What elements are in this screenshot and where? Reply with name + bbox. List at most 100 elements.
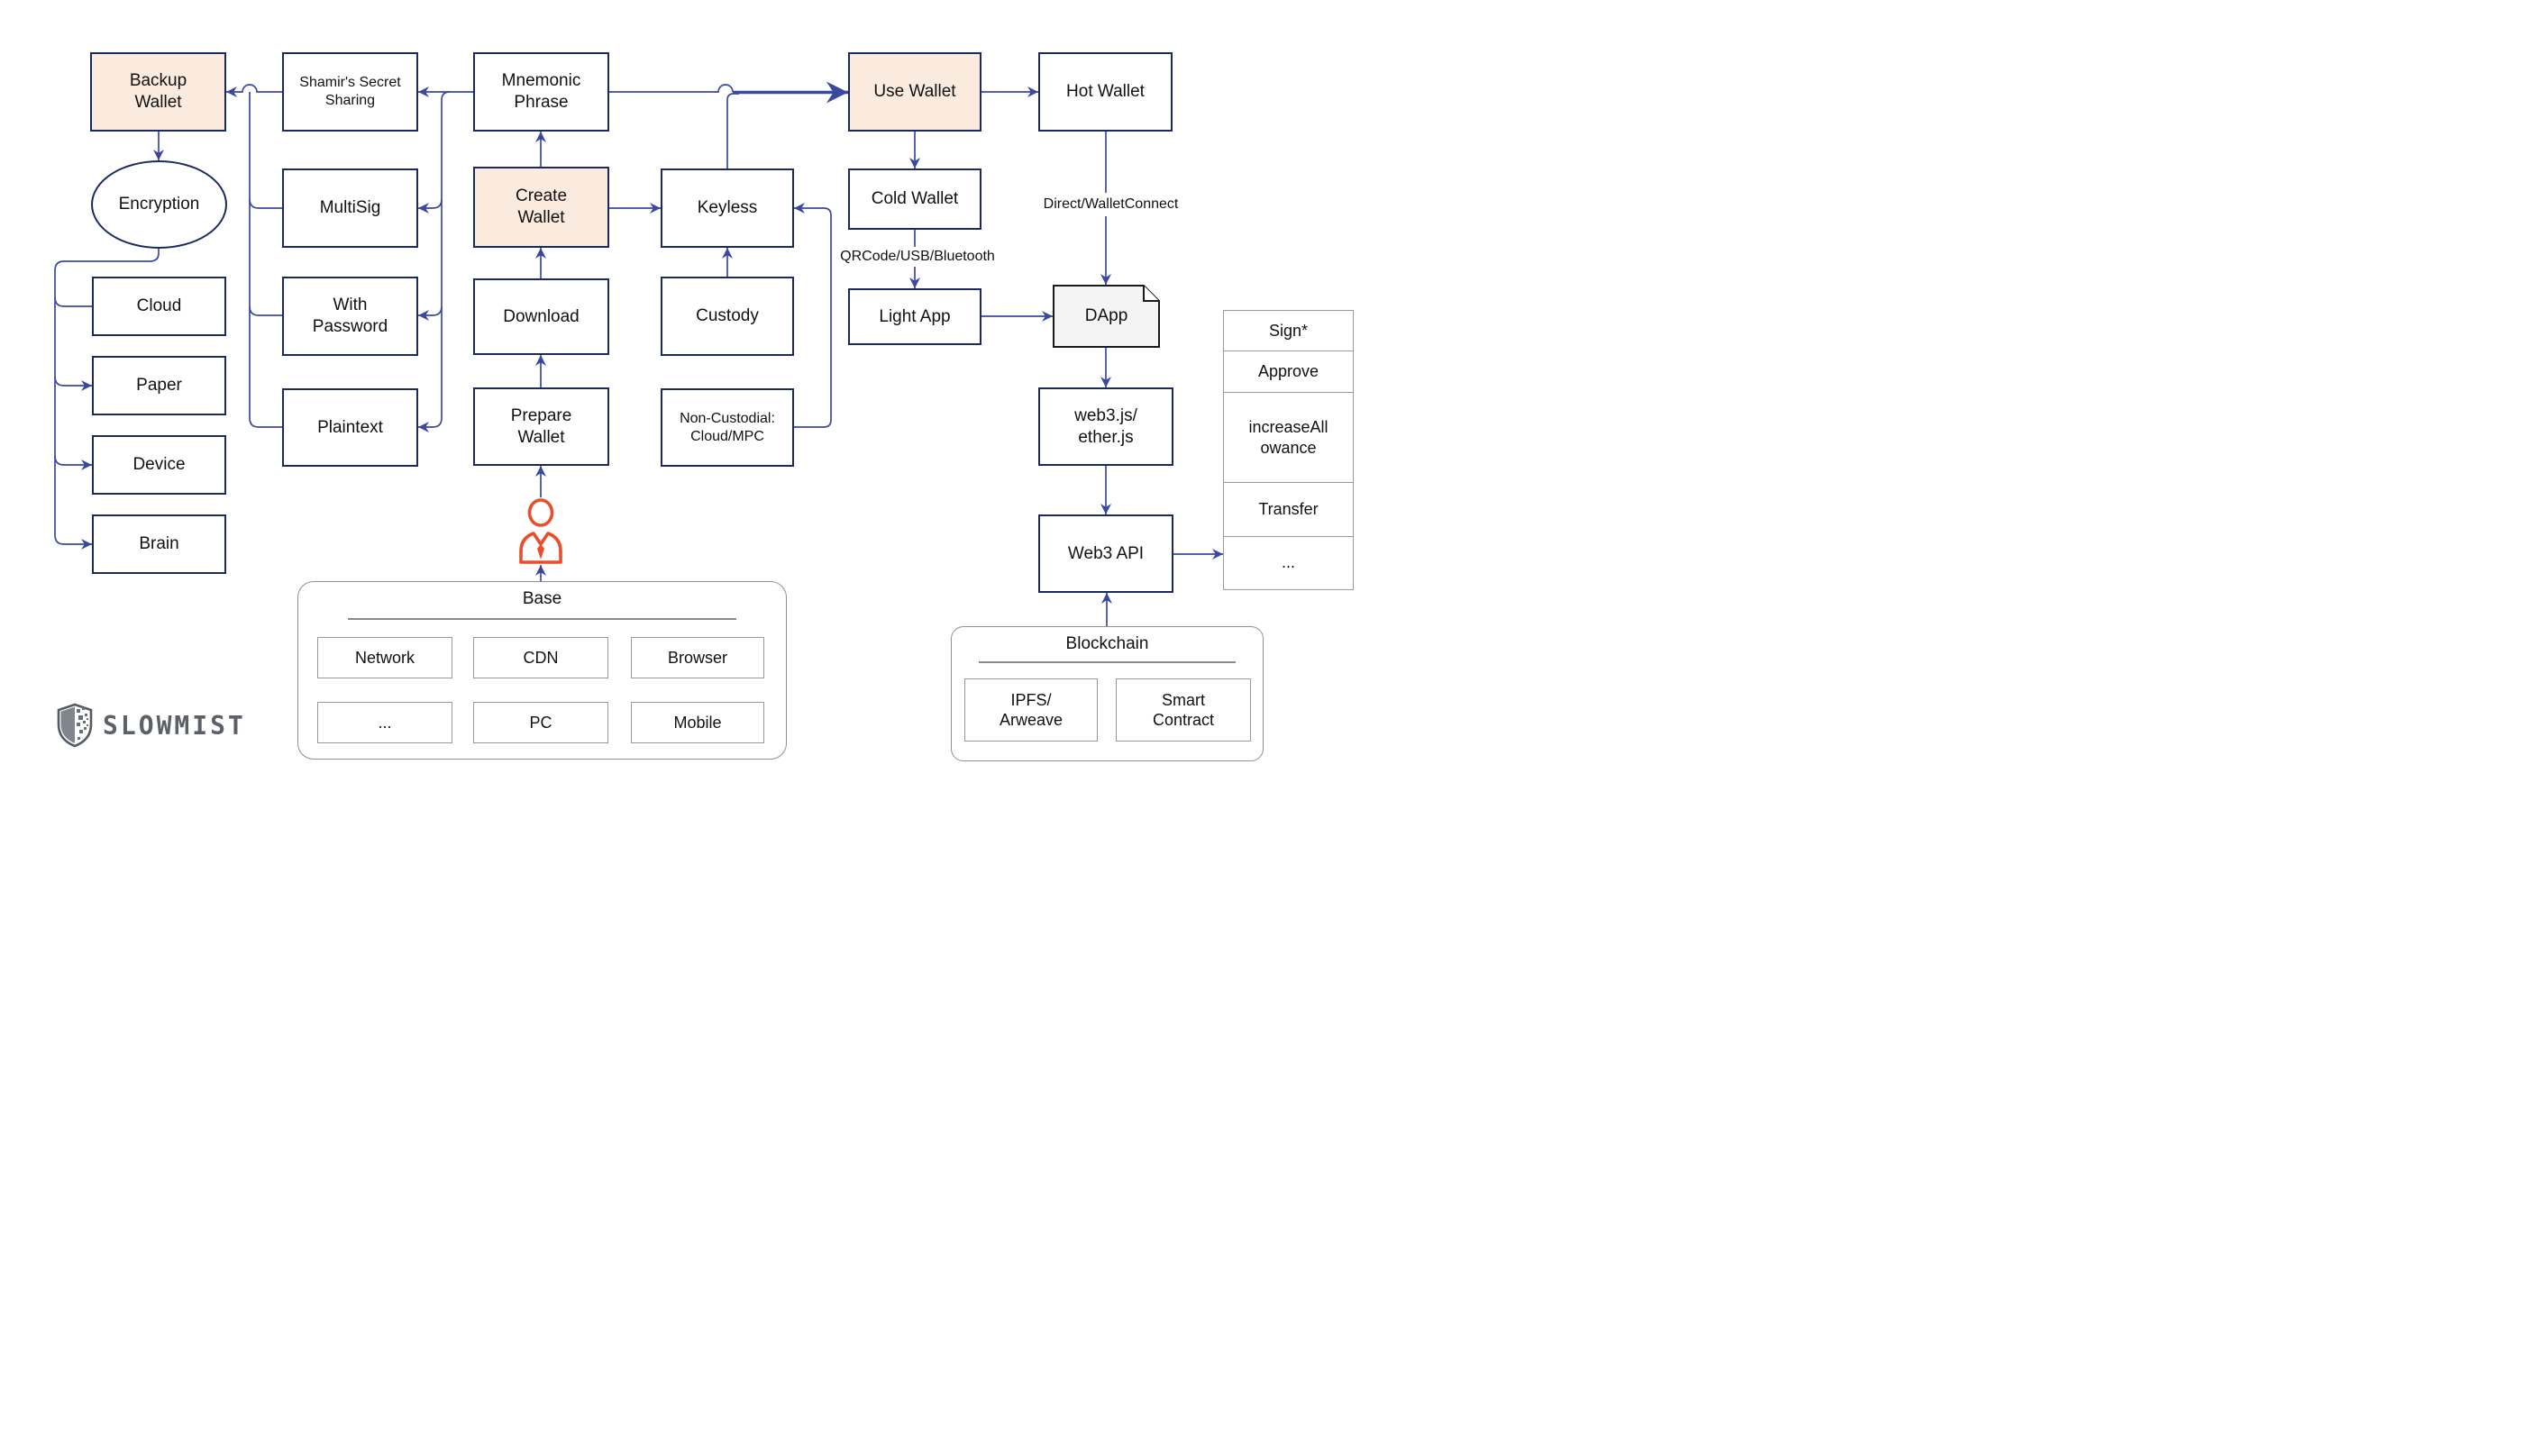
edge-drop-to-multisig (418, 198, 443, 214)
edge-drop-to-withpassword (418, 305, 443, 322)
node-non-custodial: Non-Custodial: Cloud/MPC (661, 388, 794, 467)
node-custody: Custody (661, 277, 794, 356)
node-cold-wallet: Cold Wallet (848, 168, 981, 230)
node-cloud-label: Cloud (136, 296, 182, 316)
dapp-note-shape (1053, 285, 1160, 348)
base-cell-pc: PC (473, 702, 608, 743)
node-encryption: Encryption (91, 160, 227, 249)
base-cell-cdn: CDN (473, 637, 608, 678)
node-with-password-label: With Password (312, 296, 388, 336)
base-cell-network: Network (317, 637, 452, 678)
base-title: Base (522, 589, 562, 608)
stack-cell-transfer-label: Transfer (1258, 500, 1319, 519)
edge-label-direct-walletconnect: Direct/WalletConnect (1043, 196, 1179, 212)
node-web3js-etherjs: web3.js/ ether.js (1038, 387, 1173, 466)
stack-cell-sign-label: Sign* (1268, 321, 1309, 340)
node-create-wallet-label: Create Wallet (515, 187, 568, 227)
base-cell-network-label: Network (354, 648, 415, 667)
base-cell-browser-label: Browser (667, 648, 727, 667)
person-icon (519, 498, 562, 564)
node-with-password: With Password (282, 277, 418, 356)
node-use-wallet: Use Wallet (848, 52, 981, 132)
base-cell-browser: Browser (631, 637, 764, 678)
node-device: Device (92, 435, 226, 495)
node-prepare-wallet-label: Prepare Wallet (510, 405, 572, 447)
node-download: Download (473, 278, 609, 355)
edge-mnemonic-to-use (609, 84, 734, 93)
node-brain-label: Brain (139, 534, 179, 554)
blockchain-title: Blockchain (1065, 634, 1149, 653)
node-multisig: MultiSig (282, 168, 418, 248)
node-paper: Paper (92, 356, 226, 415)
base-cell-more: ... (317, 702, 452, 743)
node-multisig-label: MultiSig (319, 198, 381, 218)
diagram-canvas: Backup Wallet Shamir's Secret Sharing Mn… (0, 0, 1413, 809)
base-cell-cdn-label: CDN (523, 648, 559, 667)
stack-cell-approve-label: Approve (1257, 362, 1319, 381)
stack-cell-more-label: ... (1281, 553, 1295, 572)
stack-cell-more: ... (1223, 535, 1354, 590)
node-backup-wallet-label: Backup Wallet (129, 71, 187, 112)
node-web3-api-label: Web3 API (1067, 543, 1145, 563)
node-keyless-label: Keyless (697, 198, 758, 218)
edge-noncustodial-to-keyless (794, 202, 832, 428)
edge-trunk-left (249, 92, 282, 428)
slowmist-logo-text: SLOWMIST (103, 710, 246, 741)
edge-label-qrcode-usb-bluetooth: QRCode/USB/Bluetooth (840, 249, 995, 264)
base-cell-mobile-label: Mobile (673, 713, 722, 732)
edge-trunk-left-withpassword (249, 305, 282, 316)
node-non-custodial-label: Non-Custodial: Cloud/MPC (680, 410, 775, 444)
node-use-wallet-label: Use Wallet (873, 82, 956, 102)
stack-cell-transfer: Transfer (1223, 482, 1354, 537)
node-encryption-label: Encryption (118, 195, 200, 214)
node-create-wallet: Create Wallet (473, 167, 609, 248)
node-hot-wallet-label: Hot Wallet (1066, 82, 1145, 102)
node-shamir-label: Shamir's Secret Sharing (299, 75, 401, 108)
method-stack: Sign* Approve increaseAll owance Transfe… (1223, 309, 1354, 590)
node-dapp-label: DApp (1084, 306, 1128, 326)
node-device-label: Device (132, 455, 186, 475)
blockchain-title-rule (979, 661, 1236, 663)
edge-trunk-left-multisig (249, 198, 282, 209)
edge-trunk-to-device (54, 455, 92, 471)
node-plaintext-label: Plaintext (317, 417, 383, 437)
stack-cell-approve: Approve (1223, 350, 1354, 393)
node-brain: Brain (92, 514, 226, 574)
node-mnemonic-label: Mnemonic Phrase (501, 71, 581, 112)
node-cloud: Cloud (92, 277, 226, 336)
edge-mnemonic-drop (418, 91, 451, 433)
node-plaintext: Plaintext (282, 388, 418, 467)
node-dapp: DApp (1053, 285, 1160, 348)
blockchain-cell-ipfs-label: IPFS/ Arweave (999, 690, 1064, 730)
node-custody-label: Custody (696, 306, 759, 326)
base-cell-pc-label: PC (529, 713, 552, 732)
node-web3-api: Web3 API (1038, 514, 1173, 593)
base-cell-mobile: Mobile (631, 702, 764, 743)
stack-cell-increaseallowance: increaseAll owance (1223, 391, 1354, 484)
edge-trunk-to-paper (54, 376, 92, 392)
node-hot-wallet: Hot Wallet (1038, 52, 1173, 132)
node-cold-wallet-label: Cold Wallet (871, 189, 959, 209)
node-mnemonic-phrase: Mnemonic Phrase (473, 52, 609, 132)
node-shamir-secret-sharing: Shamir's Secret Sharing (282, 52, 418, 132)
blockchain-cell-smart-contract-label: Smart Contract (1152, 690, 1215, 730)
base-cell-more-label: ... (378, 713, 392, 732)
node-keyless: Keyless (661, 168, 794, 248)
shield-icon (57, 703, 93, 748)
node-paper-label: Paper (136, 376, 182, 396)
blockchain-cell-smart-contract: Smart Contract (1116, 678, 1251, 742)
base-title-rule (348, 618, 736, 620)
slowmist-logo: SLOWMIST (56, 703, 246, 748)
node-download-label: Download (503, 306, 580, 326)
blockchain-cell-ipfs-arweave: IPFS/ Arweave (964, 678, 1098, 742)
edge-encryption-trunk (54, 249, 160, 551)
edge-trunk-to-cloud (54, 296, 92, 307)
node-light-app: Light App (848, 288, 981, 345)
stack-cell-sign: Sign* (1223, 309, 1354, 352)
stack-cell-increaseallowance-label: increaseAll owance (1248, 418, 1328, 457)
edge-shamir-to-backup (226, 84, 282, 98)
node-web3js-label: web3.js/ ether.js (1074, 405, 1137, 447)
node-prepare-wallet: Prepare Wallet (473, 387, 609, 466)
node-light-app-label: Light App (879, 306, 951, 326)
edges-layer (54, 81, 1223, 626)
